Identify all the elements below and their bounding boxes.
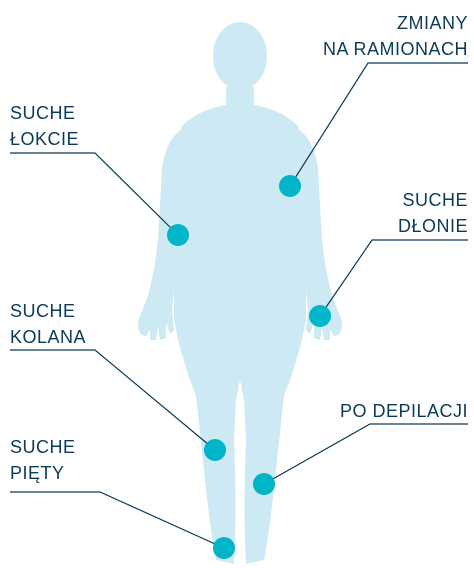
label-po-depilacji: PO DEPILACJI — [340, 398, 468, 424]
head-shape — [213, 22, 267, 90]
label-line: PO DEPILACJI — [340, 398, 468, 424]
label-line: ZMIANY — [323, 10, 468, 36]
dot-heel — [213, 537, 235, 559]
label-suche-lokcie: SUCHE ŁOKCIE — [10, 100, 79, 152]
connector-depilacji — [264, 424, 468, 484]
label-line: ŁOKCIE — [10, 126, 79, 152]
label-line: DŁONIE — [398, 213, 468, 239]
human-silhouette — [138, 22, 342, 564]
dot-leg — [253, 473, 275, 495]
label-line: KOLANA — [10, 324, 86, 350]
label-line: PIĘTY — [10, 460, 76, 486]
label-suche-dlonie: SUCHE DŁONIE — [398, 187, 468, 239]
label-suche-piety: SUCHE PIĘTY — [10, 434, 76, 486]
connector-lokcie — [10, 153, 178, 235]
label-line: SUCHE — [10, 298, 86, 324]
dot-knee — [204, 439, 226, 461]
dot-arm — [279, 175, 301, 197]
connector-dlonie — [320, 240, 468, 316]
connector-piety — [10, 492, 224, 548]
label-line: SUCHE — [10, 100, 79, 126]
label-line: NA RAMIONACH — [323, 36, 468, 62]
label-line: SUCHE — [398, 187, 468, 213]
label-suche-kolana: SUCHE KOLANA — [10, 298, 86, 350]
dot-hand — [309, 305, 331, 327]
label-line: SUCHE — [10, 434, 76, 460]
dot-elbow — [167, 224, 189, 246]
label-zmiany-na-ramionach: ZMIANY NA RAMIONACH — [323, 10, 468, 62]
torso-shape — [174, 104, 306, 564]
